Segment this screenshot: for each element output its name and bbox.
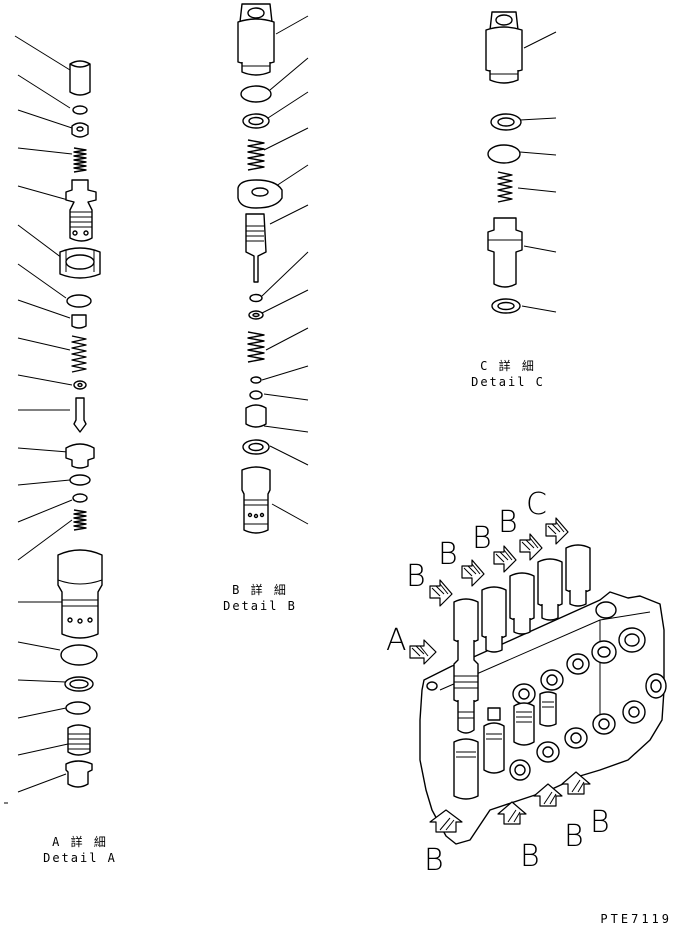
view-letter-b-7: B (564, 819, 584, 854)
caption-detail-a-en: Detail A (43, 851, 117, 865)
caption-detail-b-en: Detail B (223, 599, 297, 613)
caption-detail-c-en: Detail C (471, 375, 545, 389)
view-letter-b-8: B (590, 805, 610, 840)
drawing-code: PTE7119 (600, 912, 672, 926)
caption-detail-b: B 詳 細 Detail B (220, 582, 300, 614)
view-letter-b-4: B (498, 505, 518, 540)
valve-assembly (420, 545, 666, 844)
view-letter-b-6: B (520, 839, 540, 874)
caption-detail-b-jp: B 詳 細 (232, 583, 288, 597)
detail-b-parts (238, 4, 308, 533)
detail-a-parts (15, 36, 102, 792)
view-letter-b-2: B (438, 537, 458, 572)
view-letter-c: C (526, 487, 547, 522)
view-letter-a: A (386, 623, 407, 658)
caption-detail-c-jp: C 詳 細 (480, 359, 536, 373)
view-letter-b-3: B (472, 521, 492, 556)
caption-detail-c: C 詳 細 Detail C (468, 358, 548, 390)
caption-detail-a-jp: A 詳 細 (52, 835, 108, 849)
detail-c-parts (486, 12, 556, 313)
arrow-hatching (412, 522, 584, 830)
caption-detail-a: A 詳 細 Detail A (40, 834, 120, 866)
view-letter-b-5: B (424, 843, 444, 878)
view-letter-b-1: B (406, 559, 426, 594)
